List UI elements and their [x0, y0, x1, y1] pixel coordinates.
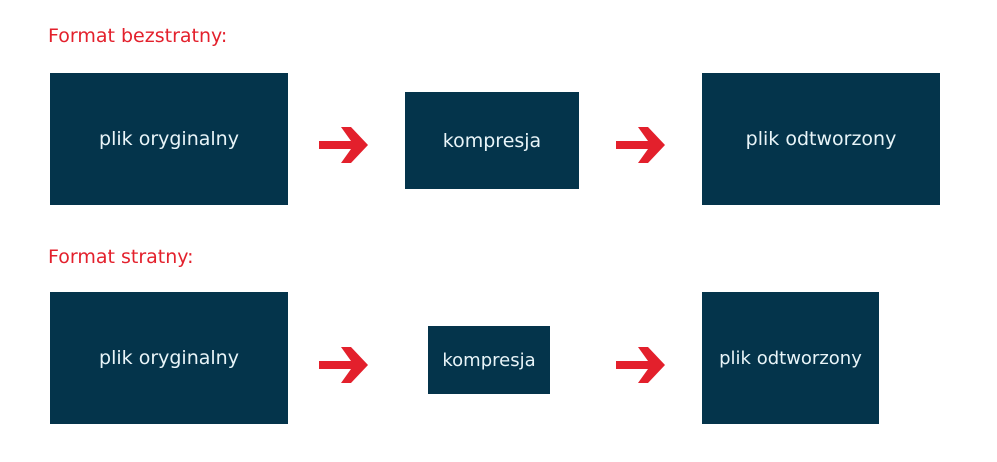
box-label: plik oryginalny	[99, 128, 239, 150]
lossy-format-title: Format stratny:	[48, 246, 194, 268]
lossless-restored-file-box: plik odtworzony	[702, 73, 940, 205]
lossless-compression-box: kompresja	[405, 92, 579, 189]
box-label: kompresja	[442, 349, 536, 371]
box-label: plik odtworzony	[745, 128, 897, 150]
arrow-right-icon	[616, 347, 665, 383]
box-label: plik odtworzony	[719, 347, 862, 369]
box-label: plik oryginalny	[99, 347, 239, 369]
lossy-original-file-box: plik oryginalny	[50, 292, 288, 424]
arrow-right-icon	[616, 127, 665, 163]
arrow-right-icon	[319, 127, 368, 163]
arrow-right-icon	[319, 347, 368, 383]
lossy-compression-box: kompresja	[428, 326, 550, 394]
box-label: kompresja	[442, 129, 542, 152]
lossy-restored-file-box: plik odtworzony	[702, 292, 879, 424]
lossless-format-title: Format bezstratny:	[48, 25, 228, 47]
lossless-original-file-box: plik oryginalny	[50, 73, 288, 205]
